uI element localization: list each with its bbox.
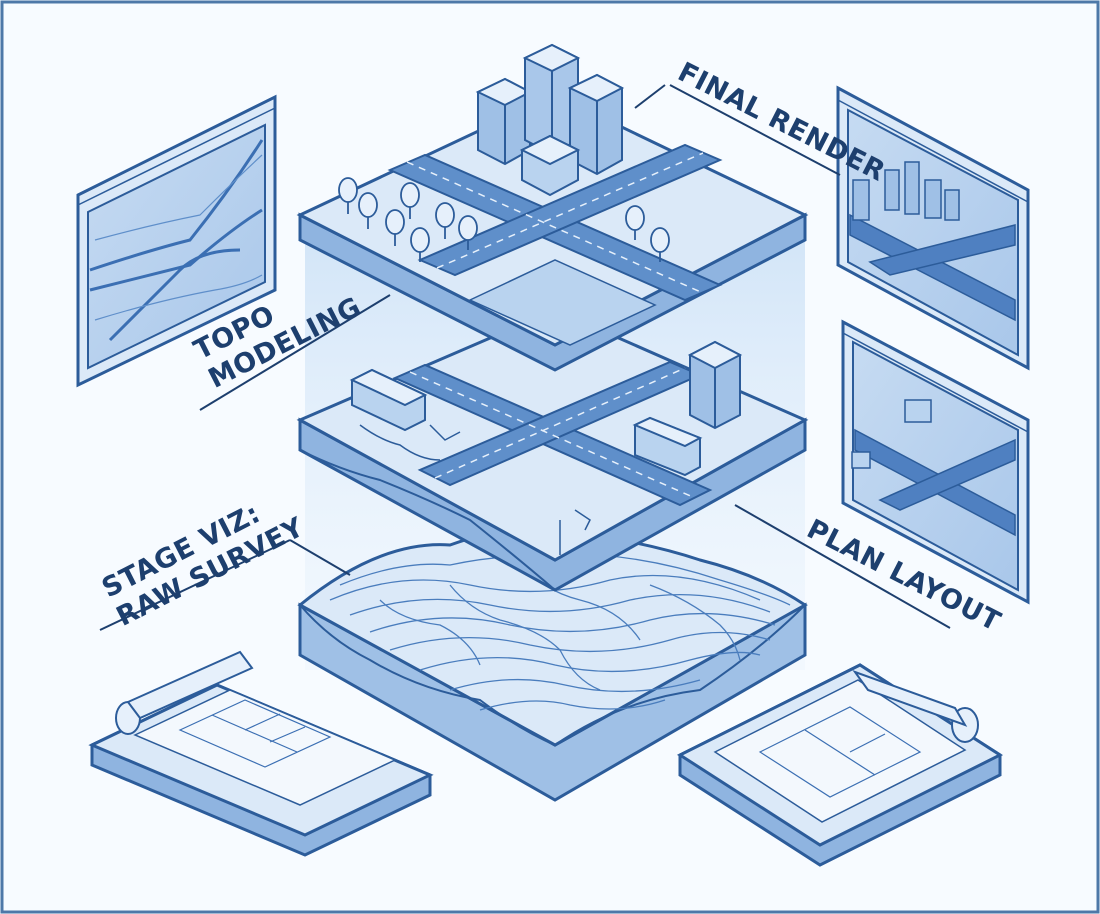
callout-lines <box>99 84 951 631</box>
plan-building-right <box>632 416 703 477</box>
contour-lines <box>329 554 791 711</box>
panel-plan-layout <box>841 319 1030 605</box>
plan-building-left <box>349 368 428 432</box>
survey-marks <box>359 424 591 555</box>
panel-topo-modeling <box>76 94 277 388</box>
panel-final-render <box>836 85 1030 371</box>
final-render-layer <box>296 43 809 372</box>
blueprint-tray-left <box>88 650 434 857</box>
label-stage-viz: STAGE VIZ: RAW SURVEY <box>97 498 309 633</box>
trees <box>338 177 670 262</box>
plan-tower <box>687 340 743 430</box>
terrain-layer <box>297 525 808 802</box>
building-a <box>475 77 533 166</box>
plan-layout-layer <box>296 308 809 592</box>
building-d <box>519 134 581 197</box>
building-b <box>522 43 581 156</box>
building-c <box>567 73 625 176</box>
buildings-cluster <box>475 43 625 197</box>
blueprint-tray-right <box>676 663 1004 867</box>
